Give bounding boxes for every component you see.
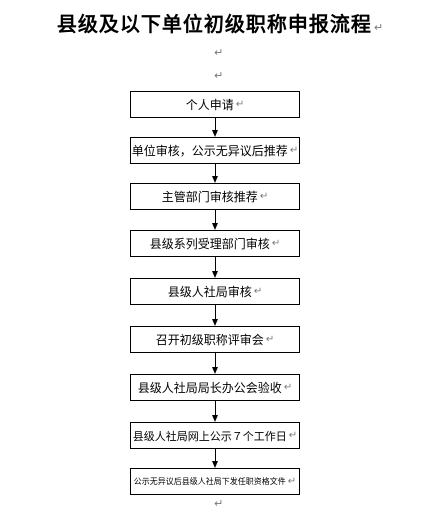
flow-arrow	[212, 305, 219, 326]
flow-arrow	[212, 257, 219, 278]
paragraph-mark-icon: ↵	[373, 21, 385, 34]
page-title: 县级及以下单位初级职称申报流程↵	[0, 8, 441, 37]
flow-arrow	[212, 164, 219, 183]
paragraph-mark-icon: ↵	[253, 286, 263, 297]
flow-arrow	[212, 353, 219, 374]
paragraph-mark-icon: ↵	[271, 238, 281, 249]
flow-step-qualification-document: 公示无异议后县级人社局下发任职资格文件↵	[130, 468, 300, 495]
flow-step-county-hr-review: 县级人社局审核↵	[130, 278, 300, 305]
paragraph-mark-icon: ↵	[288, 430, 298, 441]
flow-step-online-publicity: 县级人社局网上公示７个工作日↵	[130, 422, 300, 449]
flow-step-director-acceptance: 县级人社局局长办公会验收↵	[130, 374, 300, 401]
flow-arrow	[212, 118, 219, 137]
arrow-head-icon	[212, 130, 218, 137]
paragraph-mark-icon: ↵	[235, 99, 245, 110]
arrow-head-icon	[212, 461, 218, 468]
flow-step-personal-application: 个人申请↵	[130, 91, 300, 118]
flow-step-department-recommendation: 主管部门审核推荐↵	[130, 183, 300, 210]
flow-step-label: 县级人社局网上公示７个工作日	[132, 429, 287, 443]
flow-arrow	[212, 449, 219, 468]
paragraph-mark-icon: ↵	[283, 382, 293, 393]
paragraph-mark-icon: ↵	[214, 46, 224, 59]
paragraph-mark-icon: ↵	[214, 69, 224, 82]
flow-step-label: 个人申请	[185, 98, 234, 112]
flow-step-label: 主管部门审核推荐	[161, 190, 258, 204]
flow-arrow	[212, 401, 219, 422]
arrow-head-icon	[212, 367, 218, 374]
paragraph-mark-icon: ↵	[289, 145, 299, 156]
paragraph-mark-icon: ↵	[259, 191, 269, 202]
arrow-head-icon	[212, 319, 218, 326]
flow-step-unit-review: 单位审核，公示无异议后推荐↵	[130, 137, 300, 164]
title-text: 县级及以下单位初级职称申报流程	[56, 12, 372, 36]
flow-step-label: 单位审核，公示无异议后推荐	[131, 144, 288, 158]
arrow-head-icon	[212, 415, 218, 422]
flow-step-label: 县级人社局审核	[167, 285, 252, 299]
paragraph-mark-icon: ↵	[265, 334, 275, 345]
arrow-head-icon	[212, 271, 218, 278]
flow-step-evaluation-meeting: 召开初级职称评审会↵	[130, 326, 300, 353]
paragraph-mark-icon: ↵	[214, 497, 224, 510]
flow-arrow	[212, 210, 219, 230]
flow-step-label: 县级人社局局长办公会验收	[137, 381, 282, 395]
flow-step-county-series-review: 县级系列受理部门审核↵	[130, 230, 300, 257]
arrow-head-icon	[212, 176, 218, 183]
paragraph-mark-icon: ↵	[287, 476, 297, 487]
flow-step-label: 公示无异议后县级人社局下发任职资格文件	[133, 477, 286, 486]
flow-step-label: 召开初级职称评审会	[155, 333, 264, 347]
flow-step-label: 县级系列受理部门审核	[149, 237, 270, 251]
arrow-head-icon	[212, 223, 218, 230]
